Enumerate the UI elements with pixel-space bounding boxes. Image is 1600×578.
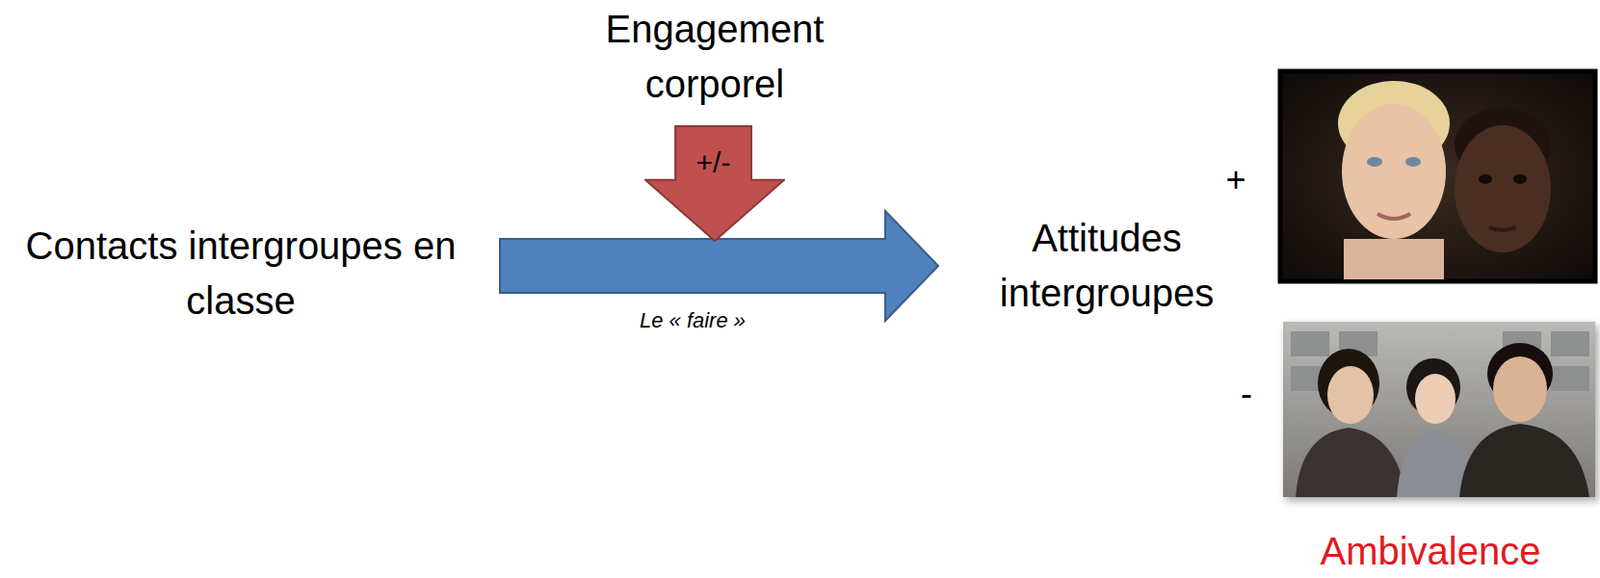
moderator-heading: Engagement corporel (550, 1, 879, 112)
ambivalence-label: Ambivalence (1319, 528, 1541, 574)
minus-sign: - (1240, 373, 1253, 414)
moderator-sign: +/- (675, 146, 752, 180)
concept-text: Attitudes intergroupes (967, 210, 1247, 321)
concept-node: Contacts intergroupes en classe (4, 218, 477, 329)
concept-text: Contacts intergroupes en classe (4, 218, 477, 329)
photo-children (1280, 71, 1596, 282)
edge-label: Le « faire » (639, 308, 746, 334)
down-arrow-shape (644, 125, 786, 242)
moderator-arrow: Engagement corporel+/- (644, 125, 786, 242)
photo-family (1283, 321, 1596, 498)
concept-node: Attitudes intergroupes (967, 210, 1247, 321)
plus-sign: + (1225, 159, 1246, 200)
